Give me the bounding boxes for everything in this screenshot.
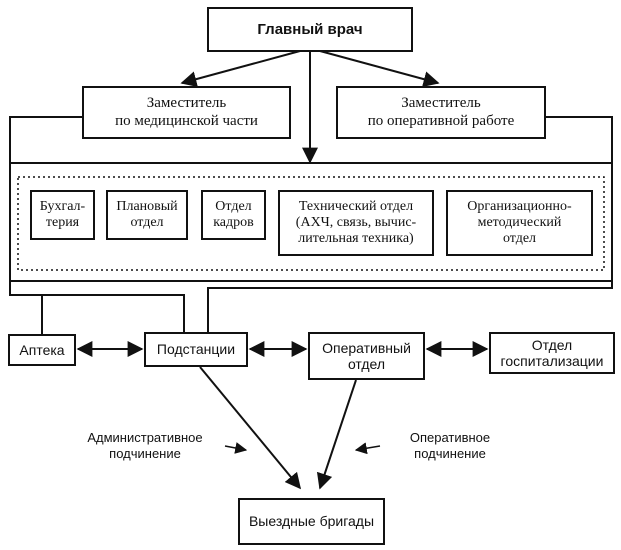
- deputy-medical-label: Заместитель по медицинской части: [115, 95, 258, 129]
- planning-box: Плановый отдел: [106, 190, 188, 240]
- accounting-box: Бухгал- терия: [30, 190, 95, 240]
- departments-frame: [9, 162, 613, 282]
- hr-box: Отдел кадров: [201, 190, 266, 240]
- methodical-box: Организационно- методический отдел: [446, 190, 593, 256]
- substations-label: Подстанции: [156, 341, 236, 358]
- departments-dotted-frame: [17, 176, 605, 271]
- field-teams-label: Выездные бригады: [248, 513, 375, 530]
- deputy-operational-box: Заместитель по оперативной работе: [336, 86, 546, 139]
- substations-box: Подстанции: [144, 332, 248, 367]
- arrow-operational-to-teams: [316, 379, 357, 490]
- field-teams-box: Выездные бригады: [238, 498, 385, 545]
- frame-right: [207, 116, 613, 332]
- operational-department-label: Оперативный отдел: [322, 339, 411, 372]
- hr-label: Отдел кадров: [213, 198, 254, 230]
- operational-subordination-label: Оперативное подчинение: [409, 430, 491, 461]
- accounting-label: Бухгал- терия: [39, 198, 86, 230]
- arrow-chief-to-deputy-operational: [319, 50, 440, 87]
- frame-left: [9, 116, 185, 332]
- technical-box: Технический отдел (АХЧ, связь, вычис- ли…: [278, 190, 434, 256]
- hospitalization-label: Отдел госпитализации: [500, 336, 604, 369]
- deputy-medical-box: Заместитель по медицинской части: [82, 86, 291, 139]
- arrow-substations-to-teams: [199, 366, 302, 490]
- chief-doctor-box: Главный врач: [207, 7, 413, 52]
- arrow-operational-label: [354, 442, 381, 455]
- administrative-subordination-label: Административное подчинение: [87, 430, 203, 461]
- pharmacy-label: Аптека: [19, 341, 65, 358]
- deputy-operational-label: Заместитель по оперативной работе: [367, 95, 515, 129]
- technical-label: Технический отдел (АХЧ, связь, вычис- ли…: [295, 198, 417, 247]
- arrow-admin-label: [224, 442, 248, 454]
- hospitalization-box: Отдел госпитализации: [489, 332, 615, 374]
- arrow-chief-to-deputy-medical: [180, 50, 301, 87]
- pharmacy-box: Аптека: [8, 334, 76, 366]
- planning-label: Плановый отдел: [116, 198, 178, 230]
- operational-department-box: Оперативный отдел: [308, 332, 425, 380]
- methodical-label: Организационно- методический отдел: [467, 198, 572, 247]
- chief-doctor-label: Главный врач: [257, 20, 363, 38]
